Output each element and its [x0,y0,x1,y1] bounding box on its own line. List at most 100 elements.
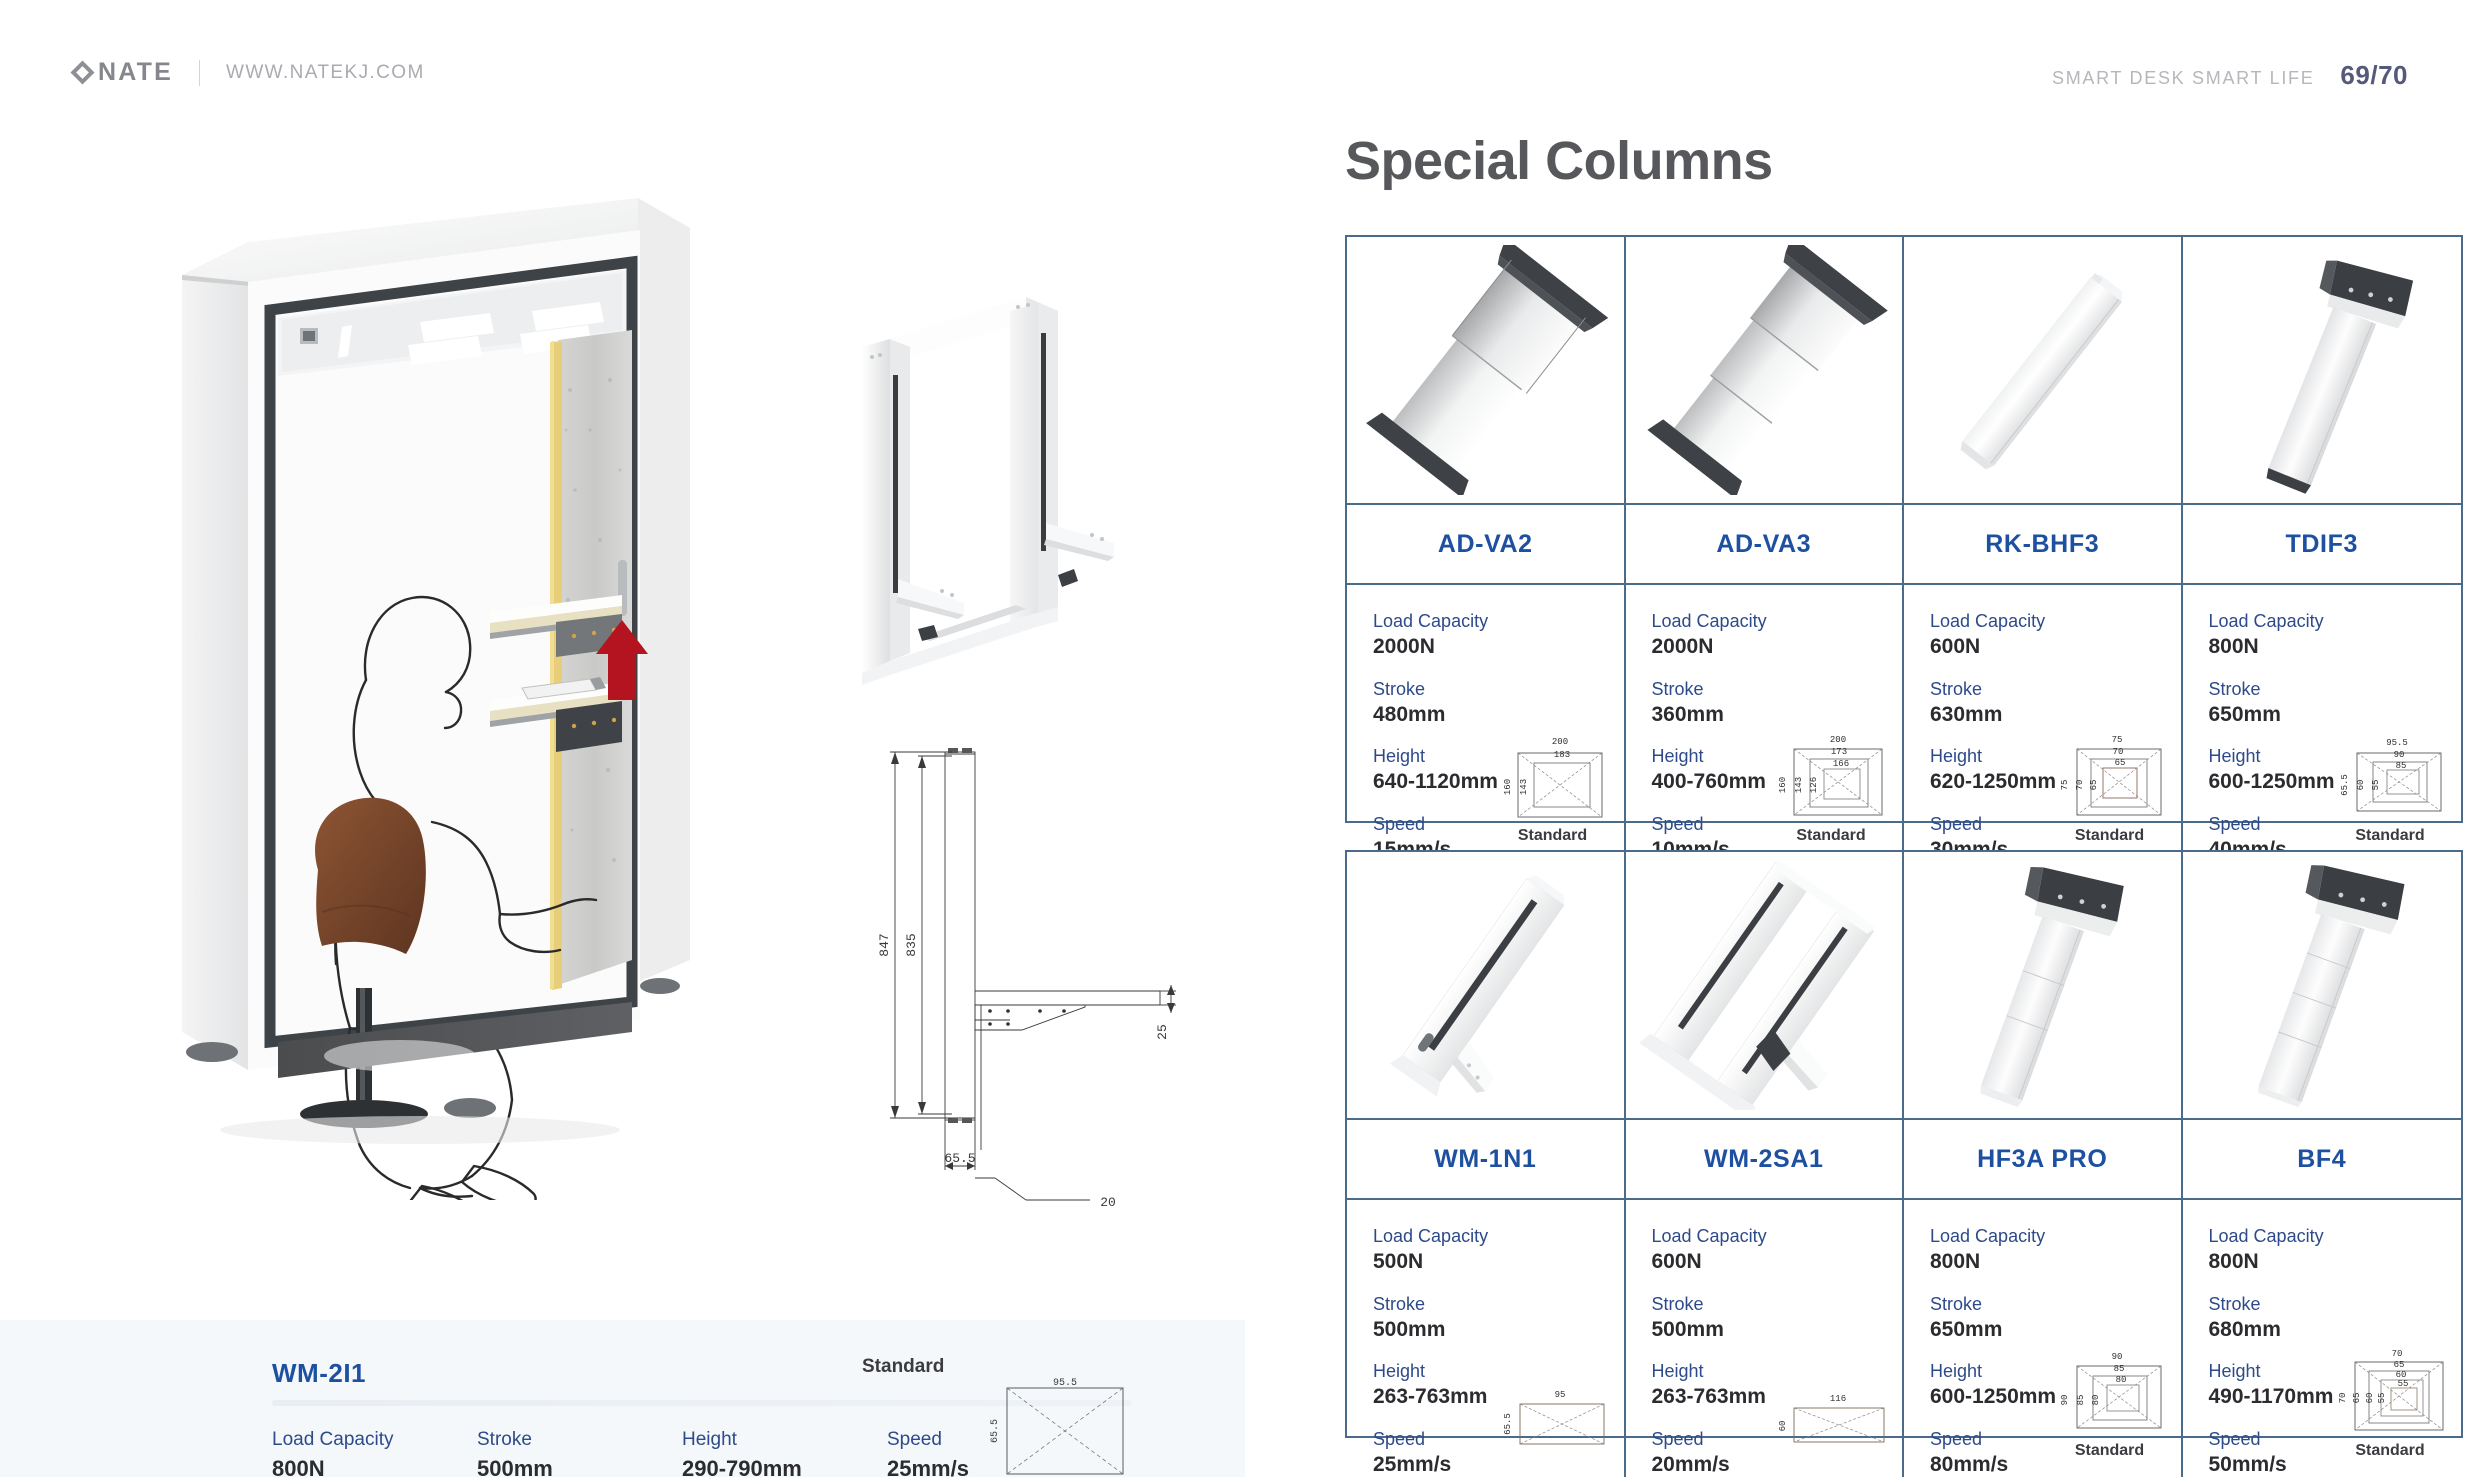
spec-key: Stroke [1651,1293,1704,1314]
spec-value: 600N [1930,635,1981,659]
product-cell-bf4[interactable]: BF4 [2182,852,2461,1198]
wall-mount-bracket-photo [830,285,1140,685]
brand-name: NATE [98,58,173,86]
profile-dim: 65.5 [2340,775,2350,797]
standard-label: Standard [2074,1442,2145,1460]
dim-label-top-thickness: 25 [1155,1024,1170,1040]
product-cell-tdif3[interactable]: TDIF3 [2182,237,2461,583]
spec-value: 600N [1651,1250,1702,1274]
wm-2i1-spec-list: Load Capacity 800N Stroke 500mm Height 2… [272,1426,1092,1477]
product-cell-wm-1n1[interactable]: WM-1N1 [1347,852,1626,1198]
spec-value: 800N [1930,1250,1981,1274]
spec-value: 490-1170mm [2208,1385,2334,1409]
spec-key: Load Capacity [1651,611,1767,631]
spec-value: 400-760mm [1651,770,1766,794]
profile-dim: 70 [2112,747,2123,757]
profile-dim: 60 [2356,780,2366,791]
profile-diagram-ad-va2: 200 183 160 143 Standard [1494,735,1612,845]
profile-diagram-tdif3: 95.5 90 85 65.5 60 55 Standard [2331,735,2449,845]
wm-2i1-divider [272,1400,1132,1406]
spec-value: 290-790mm [682,1455,802,1477]
product-name: AD-VA3 [1716,529,1812,558]
spec-key: Speed [887,1429,942,1450]
standard-label: Standard [2355,827,2425,845]
profile-dim: 65 [2394,1360,2405,1370]
profile-dim: 160 [1778,777,1788,793]
spec-key: Height [1651,1361,1704,1382]
spec-key: Speed [1930,813,1983,834]
spec-key: Stroke [2208,1293,2261,1314]
profile-dim: 70 [2075,780,2085,791]
spec-value: 263-763mm [1373,1385,1488,1409]
spec-value: 680mm [2208,1317,2281,1341]
spec-value: 263-763mm [1651,1385,1766,1409]
profile-dim: 183 [1553,750,1569,760]
product-name: WM-2SA1 [1704,1144,1824,1173]
product-cell-ad-va2[interactable]: AD-VA2 [1347,237,1626,583]
spec-value: 360mm [1651,702,1724,726]
spec-key: Height [1930,746,1983,767]
profile-dim: 75 [2111,735,2122,745]
product-image-wm-1n1 [1347,852,1624,1120]
spec-value: 600-1250mm [2208,770,2335,794]
spec-key: Load Capacity [1930,611,2046,631]
profile-width-label: 95.5 [1053,1378,1077,1389]
spec-key: Stroke [1373,1293,1426,1314]
profile-dim: 85 [2113,1364,2124,1374]
product-cell-hf3a-pro[interactable]: HF3A PRO [1904,852,2183,1198]
dim-label-overall-height: 847 [877,933,892,956]
spec-key: Speed [2208,1428,2261,1449]
spec-key: Stroke [1930,678,1983,699]
profile-dim: 65 [2089,780,2099,791]
profile-diagram-wm-2sa1: 116 60 [1772,1382,1890,1460]
profile-dim: 200 [1830,735,1846,745]
standard-label: Standard [1517,827,1588,845]
spec-key: Speed [1373,813,1426,834]
spec-value: 2000N [1651,635,1714,659]
profile-dim: 160 [1503,779,1513,795]
spec-key: Height [1651,746,1704,767]
dim-label-offset: 20 [1100,1195,1116,1210]
spec-cell-tdif3: Load Capacity 800N Stroke 650mm Height 6… [2183,585,2462,863]
product-cell-ad-va3[interactable]: AD-VA3 [1625,237,1904,583]
product-name: AD-VA2 [1437,529,1533,558]
spec-key: Stroke [2208,678,2261,699]
spec-key: Height [682,1429,737,1450]
spec-value: 50mm/s [2208,1453,2287,1477]
profile-diagram-wm-1n1: 95 65.5 [1494,1382,1612,1460]
page-header: NATE WWW.NATEKJ.COM SMART DESK SMART LIF… [0,58,2482,98]
profile-dim: 95 [1554,1390,1565,1400]
spec-key: Speed [1373,1428,1426,1449]
profile-dim: 90 [2111,1352,2122,1362]
spec-key: Load Capacity [1930,1226,2046,1246]
spec-cell-wm-2sa1: Load Capacity 600N Stroke 500mm Height 2… [1626,1200,1904,1477]
profile-dim: 95.5 [2386,738,2408,748]
product-image-rk-bhf3 [1904,237,2181,505]
office-pod-photo [170,170,770,1200]
profile-dim: 200 [1551,737,1567,747]
profile-dim: 65.5 [1503,1414,1513,1436]
spec-key: Speed [1651,813,1704,834]
spec-value: 630mm [1930,702,2003,726]
profile-dim: 85 [2076,1395,2086,1406]
spec-key: Height [1930,1361,1983,1382]
product-name: TDIF3 [2285,529,2358,558]
profile-dim: 55 [2398,1379,2409,1389]
profile-dim: 80 [2115,1375,2126,1385]
product-cell-wm-2sa1[interactable]: WM-2SA1 [1625,852,1904,1198]
spec-value: 800N [2208,1250,2259,1274]
profile-diagram-bf4: 70 65 60 55 70 65 60 55 Standard [2331,1350,2449,1460]
profile-diagram-ad-va3: 200 173 166 160 143 126 Standard [1772,735,1890,845]
spec-cell-wm-1n1: Load Capacity 500N Stroke 500mm Height 2… [1347,1200,1626,1477]
brand-url: WWW.NATEKJ.COM [226,61,425,83]
spec-value: 800N [2208,635,2259,659]
spec-cell-ad-va3: Load Capacity 2000N Stroke 360mm Height … [1626,585,1904,864]
profile-dim: 126 [1809,777,1819,793]
spec-item: Stroke 500mm [477,1426,682,1477]
profile-dim: 70 [2338,1393,2348,1404]
spec-key: Load Capacity [2208,1226,2324,1246]
spec-value: 500N [1373,1250,1424,1274]
spec-value: 2000N [1373,635,1435,659]
product-cell-rk-bhf3[interactable]: RK-BHF3 [1904,237,2183,583]
spec-key: Load Capacity [2208,611,2324,631]
